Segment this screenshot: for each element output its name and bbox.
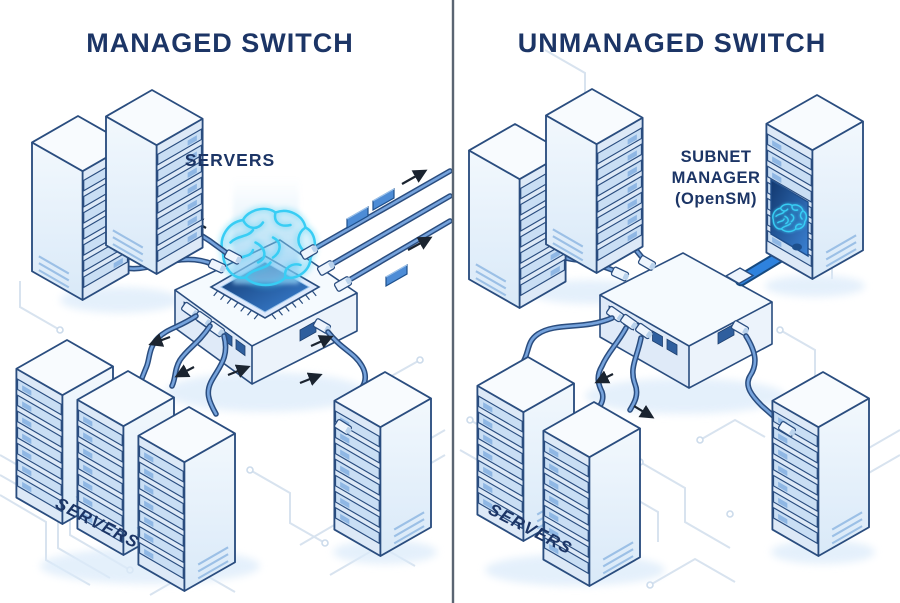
panel-title: MANAGED SWITCH (86, 28, 353, 58)
server-tower (334, 372, 431, 556)
panel-title: UNMANAGED SWITCH (518, 28, 826, 58)
svg-text:SUBNET: SUBNET (681, 148, 752, 166)
panel-managed: MANAGED SWITCH (16, 28, 453, 591)
data-packet-icon (385, 264, 408, 287)
flow-arrows (594, 370, 655, 419)
brain-icon (222, 209, 315, 285)
server-tower (104, 88, 204, 276)
chip-pins (213, 290, 317, 320)
svg-text:MANAGER: MANAGER (672, 169, 761, 187)
server-tower (138, 407, 235, 591)
server-tower (772, 372, 869, 556)
subnet-manager-label: SUBNET MANAGER (OpenSM) (672, 148, 761, 208)
brain-icon (771, 202, 808, 234)
servers-label: SERVERS (185, 150, 275, 170)
cable-plug (724, 267, 755, 285)
cable-socket (792, 243, 802, 251)
svg-text:(OpenSM): (OpenSM) (675, 190, 757, 208)
server-tower (543, 402, 640, 586)
subnet-manager-tower (766, 95, 863, 279)
server-tower (544, 87, 644, 275)
panel-unmanaged: UNMANAGED SWITCH (467, 28, 869, 586)
